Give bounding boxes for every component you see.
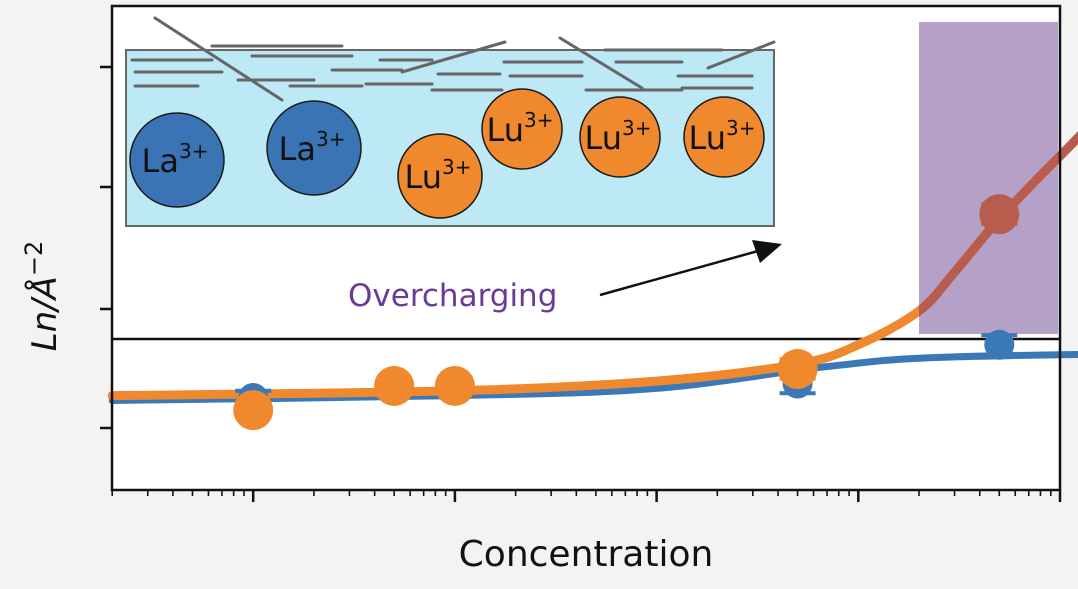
ion-symbol: Lu bbox=[486, 111, 524, 149]
ion-circle bbox=[397, 133, 483, 219]
ion-circle bbox=[683, 96, 765, 178]
orange-data-point bbox=[374, 365, 415, 406]
orange-data-point bbox=[434, 365, 475, 406]
blue-fit-curve bbox=[108, 350, 1078, 404]
marker bbox=[777, 349, 818, 389]
ion-charge: 3+ bbox=[726, 116, 755, 140]
ion-symbol: La bbox=[142, 142, 179, 180]
ion-label: La3+ bbox=[142, 139, 209, 180]
marker bbox=[233, 390, 274, 431]
orange-data-point bbox=[777, 349, 818, 389]
annotation-arrow bbox=[599, 240, 782, 297]
ion-circle bbox=[129, 112, 225, 208]
marker bbox=[979, 194, 1020, 235]
fit-curves bbox=[107, 131, 1078, 404]
y-axis-label-exp: −2 bbox=[20, 241, 48, 276]
data-points bbox=[233, 194, 1020, 431]
ion-charge: 3+ bbox=[524, 108, 553, 132]
ion-label: Lu3+ bbox=[404, 155, 471, 196]
ion-la: La3+ bbox=[266, 100, 362, 196]
orange-data-point bbox=[979, 194, 1020, 235]
ion-charge: 3+ bbox=[622, 116, 651, 140]
ion-la: La3+ bbox=[129, 112, 225, 208]
marker bbox=[434, 365, 475, 406]
y-axis-label-group: Ln/Å−2 bbox=[20, 241, 65, 352]
lipid-chain bbox=[706, 40, 776, 70]
ion-lu: Lu3+ bbox=[579, 96, 661, 178]
marker bbox=[374, 365, 415, 406]
ion-symbol: Lu bbox=[584, 119, 622, 157]
lipid-chain bbox=[400, 40, 507, 74]
ion-lu: Lu3+ bbox=[481, 88, 563, 170]
ion-label: Lu3+ bbox=[584, 116, 651, 157]
y-axis-label-main: Ln/Å bbox=[24, 276, 65, 351]
ion-charge: 3+ bbox=[179, 139, 208, 163]
y-axis-label: Ln/Å−2 bbox=[20, 241, 65, 352]
ion-circle bbox=[579, 96, 661, 178]
x-axis-label: Concentration bbox=[459, 534, 714, 575]
ion-label: Lu3+ bbox=[688, 116, 755, 157]
lipid-film bbox=[130, 16, 776, 102]
marker bbox=[984, 329, 1015, 360]
blue-data-point bbox=[981, 329, 1018, 360]
ion-label: Lu3+ bbox=[486, 108, 553, 149]
ion-symbol: La bbox=[279, 130, 316, 168]
ion-circle bbox=[266, 100, 362, 196]
lipid-chain bbox=[153, 16, 284, 102]
ion-lu: Lu3+ bbox=[397, 133, 483, 219]
overcharging-label: Overcharging bbox=[348, 278, 557, 314]
lipid-chain bbox=[558, 36, 644, 90]
orange-data-point bbox=[233, 390, 274, 431]
ion-symbol: Lu bbox=[688, 119, 726, 157]
ion-label: La3+ bbox=[279, 127, 346, 168]
plot-frame bbox=[110, 4, 1062, 492]
ion-circle bbox=[481, 88, 563, 170]
ion-charge: 3+ bbox=[442, 155, 471, 179]
inset-illustration: La3+La3+Lu3+Lu3+Lu3+Lu3+ bbox=[125, 16, 776, 227]
orange-fit-curve bbox=[107, 131, 1078, 401]
ion-lu: Lu3+ bbox=[683, 96, 765, 178]
x-ticks bbox=[111, 490, 1062, 502]
ion-group: La3+La3+Lu3+Lu3+Lu3+Lu3+ bbox=[129, 88, 765, 219]
ion-charge: 3+ bbox=[316, 127, 345, 151]
y-ticks bbox=[100, 65, 112, 430]
ion-symbol: Lu bbox=[404, 158, 442, 196]
